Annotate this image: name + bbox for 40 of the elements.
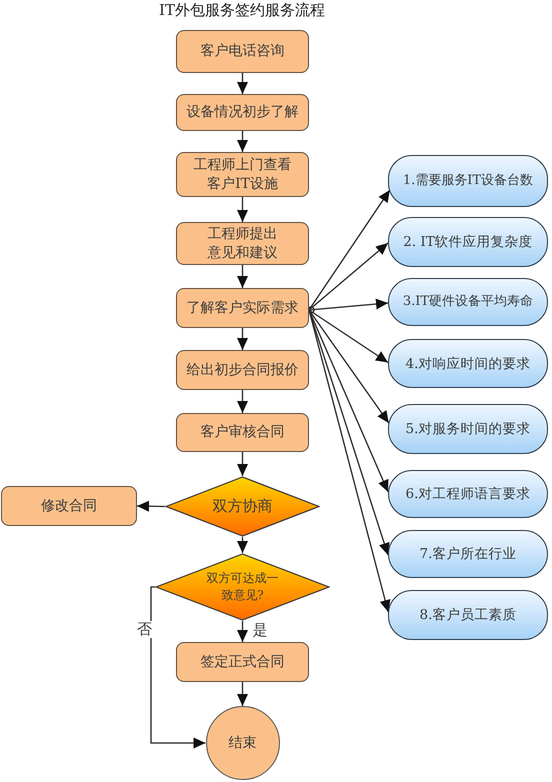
arrow — [237, 73, 248, 94]
rounded-box: 8.客户员工素质 — [388, 590, 548, 640]
arrow — [237, 682, 248, 706]
process-box: 工程师提出意见和建议 — [176, 222, 309, 265]
process-box: 给出初步合同报价 — [176, 350, 309, 390]
process-box: 客户审核合同 — [176, 413, 309, 452]
rounded-box: 5.对服务时间的要求 — [388, 404, 548, 454]
arrow — [308, 310, 390, 424]
arrow — [237, 452, 248, 476]
edge-label: 否 — [136, 621, 153, 638]
arrow — [136, 500, 166, 512]
decision-diamond: 双方可达成一致意见? — [155, 553, 330, 621]
terminal-circle: 结束 — [206, 706, 280, 780]
rounded-box: 1.需要服务IT设备台数 — [388, 155, 548, 207]
arrow — [150, 586, 206, 748]
arrow — [237, 265, 248, 288]
arrow — [308, 242, 388, 310]
rounded-box: 2. IT软件应用复杂度 — [388, 217, 548, 267]
arrow — [237, 328, 248, 350]
arrow — [237, 537, 248, 553]
arrow — [308, 309, 388, 364]
process-box: 签定正式合同 — [176, 642, 309, 682]
rounded-box: 4.对响应时间的要求 — [388, 339, 548, 388]
arrow — [237, 390, 248, 413]
process-box: 客户电话咨询 — [176, 30, 309, 73]
rounded-box: 7.客户所在行业 — [388, 530, 548, 578]
process-box: 修改合同 — [1, 486, 137, 526]
process-box: 设备情况初步了解 — [176, 94, 309, 131]
title: IT外包服务签约服务流程 — [158, 0, 326, 20]
arrow — [308, 190, 390, 310]
arrow — [308, 298, 388, 311]
rounded-box: 3.IT硬件设备平均寿命 — [388, 278, 548, 326]
arrow — [237, 621, 248, 642]
decision-diamond: 双方协商 — [165, 476, 320, 537]
process-box: 了解客户实际需求 — [176, 288, 309, 328]
rounded-box: 6.对工程师语言要求 — [388, 470, 548, 518]
edge-label: 是 — [252, 622, 268, 639]
process-box: 工程师上门查看客户IT设施 — [176, 152, 309, 197]
arrow — [237, 131, 248, 152]
arrow — [237, 197, 248, 222]
